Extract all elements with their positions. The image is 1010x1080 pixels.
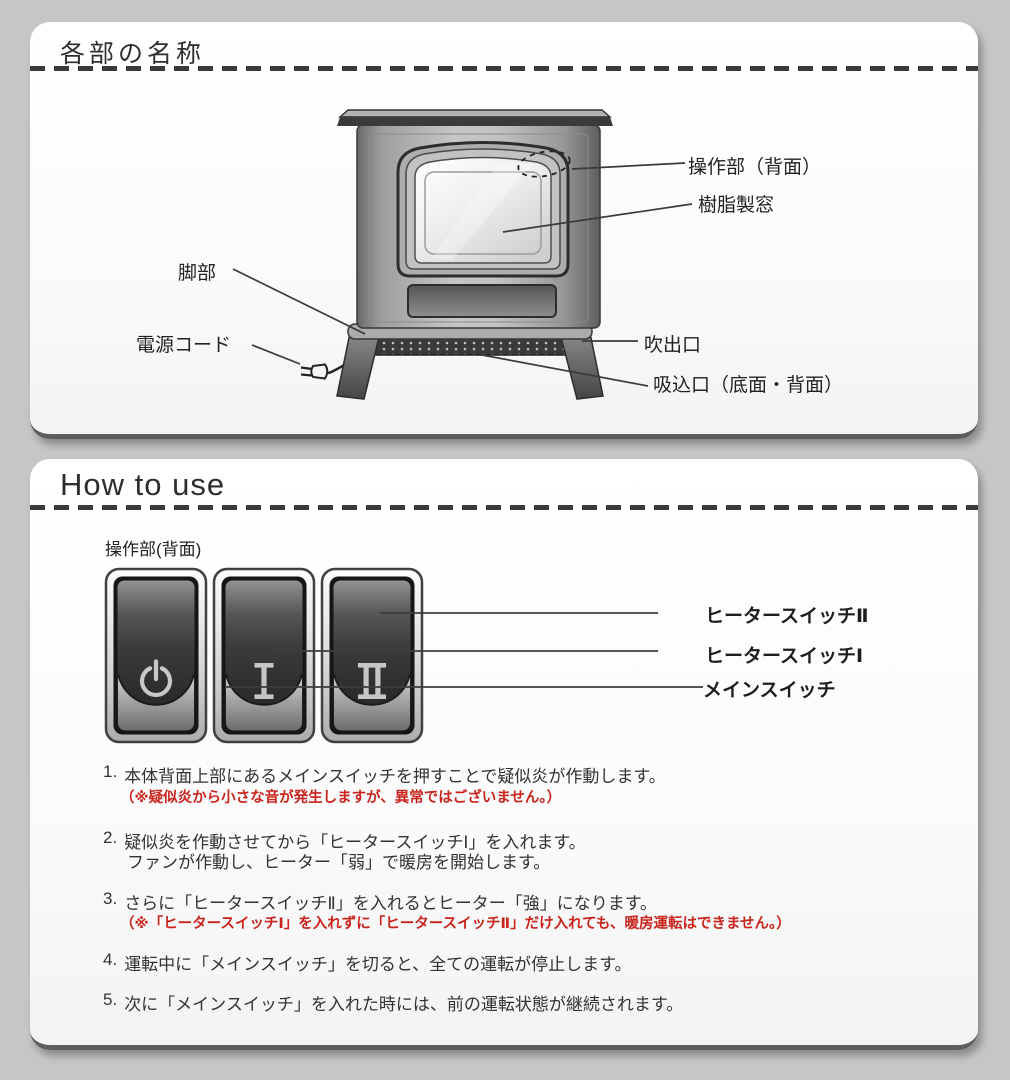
label-resin-window: 樹脂製窓	[698, 195, 775, 216]
roman-numeral-one-icon	[254, 663, 274, 699]
howto-panel: How to use 操作部(背面)	[30, 459, 978, 1050]
step-number: 3.	[103, 889, 118, 908]
dashed-divider	[30, 505, 978, 510]
step-2: 2. 疑似炎を作動させてから「ヒータースイッチⅠ」を入れます。	[103, 828, 586, 853]
step-number: 1.	[103, 762, 118, 781]
dashed-divider	[30, 66, 978, 71]
lower-slot	[407, 284, 557, 318]
heater-switch-1[interactable]	[212, 567, 316, 744]
step-number: 4.	[103, 950, 118, 969]
step-text: 本体背面上部にあるメインスイッチを押すことで疑似炎が作動します。	[124, 767, 666, 786]
switch-leader-lines	[225, 612, 703, 688]
step-number: 5.	[103, 990, 118, 1009]
main-switch[interactable]	[104, 567, 208, 744]
leader-lines	[232, 162, 693, 387]
resin-window-graphic	[396, 141, 570, 278]
label-air-intake: 吸込口（底面・背面）	[653, 375, 844, 396]
step-5: 5. 次に「メインスイッチ」を入れた時には、前の運転状態が継続されます。	[103, 990, 683, 1015]
label-legs: 脚部	[178, 263, 217, 284]
label-heater-switch-1: ヒータースイッチⅠ	[705, 646, 864, 667]
roman-numeral-two-icon	[358, 663, 386, 699]
power-icon	[139, 659, 173, 698]
label-heater-switch-2: ヒータースイッチⅡ	[705, 606, 869, 627]
left-leg	[336, 332, 381, 400]
label-main-switch: メインスイッチ	[703, 680, 836, 701]
top-lid	[337, 109, 613, 126]
heater-switch-2[interactable]	[320, 567, 424, 744]
howto-panel-title: How to use	[60, 467, 226, 502]
parts-panel: 各部の名称	[30, 22, 978, 439]
step-text: 次に「メインスイッチ」を入れた時には、前の運転状態が継続されます。	[124, 995, 684, 1014]
label-power-cord: 電源コード	[136, 335, 232, 356]
step-4: 4. 運転中に「メインスイッチ」を切ると、全ての運転が停止します。	[103, 950, 631, 975]
parts-panel-title: 各部の名称	[60, 40, 206, 68]
step-text: 運転中に「メインスイッチ」を切ると、全ての運転が停止します。	[124, 955, 632, 974]
step-3-note: （※「ヒータースイッチⅠ」を入れずに「ヒータースイッチⅡ」だけ入れても、暖房運転…	[120, 916, 791, 932]
step-2-continued: ファンが作動し、ヒーター「弱」で暖房を開始します。	[127, 848, 550, 873]
label-control-rear: 操作部（背面）	[688, 157, 822, 178]
step-number: 2.	[103, 828, 118, 847]
step-3: 3. さらに「ヒータースイッチⅡ」を入れるとヒーター「強」になります。	[103, 889, 657, 914]
right-leg	[559, 332, 604, 400]
control-position-marker	[517, 150, 571, 178]
air-outlet-grill	[369, 337, 581, 356]
label-air-outlet: 吹出口	[644, 335, 702, 356]
step-text: さらに「ヒータースイッチⅡ」を入れるとヒーター「強」になります。	[124, 894, 658, 913]
step-text: 疑似炎を作動させてから「ヒータースイッチⅠ」を入れます。	[124, 833, 586, 852]
heater-diagram	[232, 109, 693, 400]
switches-diagram	[104, 567, 703, 744]
step-text: ファンが作動し、ヒーター「弱」で暖房を開始します。	[127, 853, 551, 872]
step-1: 1. 本体背面上部にあるメインスイッチを押すことで疑似炎が作動します。	[103, 762, 666, 787]
step-1-note: （※疑似炎から小さな音が発生しますが、異常ではございません。）	[120, 790, 562, 806]
control-caption: 操作部(背面)	[105, 540, 202, 559]
